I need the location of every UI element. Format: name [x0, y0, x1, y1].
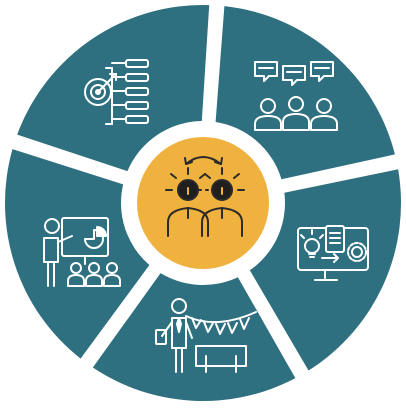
- event-presenter-icon: [155, 298, 257, 373]
- wheel-segment-4: [92, 273, 296, 401]
- center-circle: [137, 137, 269, 269]
- wheel-segment-5: [4, 149, 150, 359]
- wheel-segment-2: [215, 6, 395, 180]
- target-checklist-icon: [84, 59, 149, 125]
- idea-process-icon: [297, 225, 369, 281]
- wheel-segment-1: [17, 5, 210, 172]
- collaborating-minds-icon: [165, 156, 245, 237]
- team-discussion-icon: [254, 61, 338, 131]
- training-presentation-icon: [43, 217, 121, 287]
- segments-group: [4, 5, 401, 401]
